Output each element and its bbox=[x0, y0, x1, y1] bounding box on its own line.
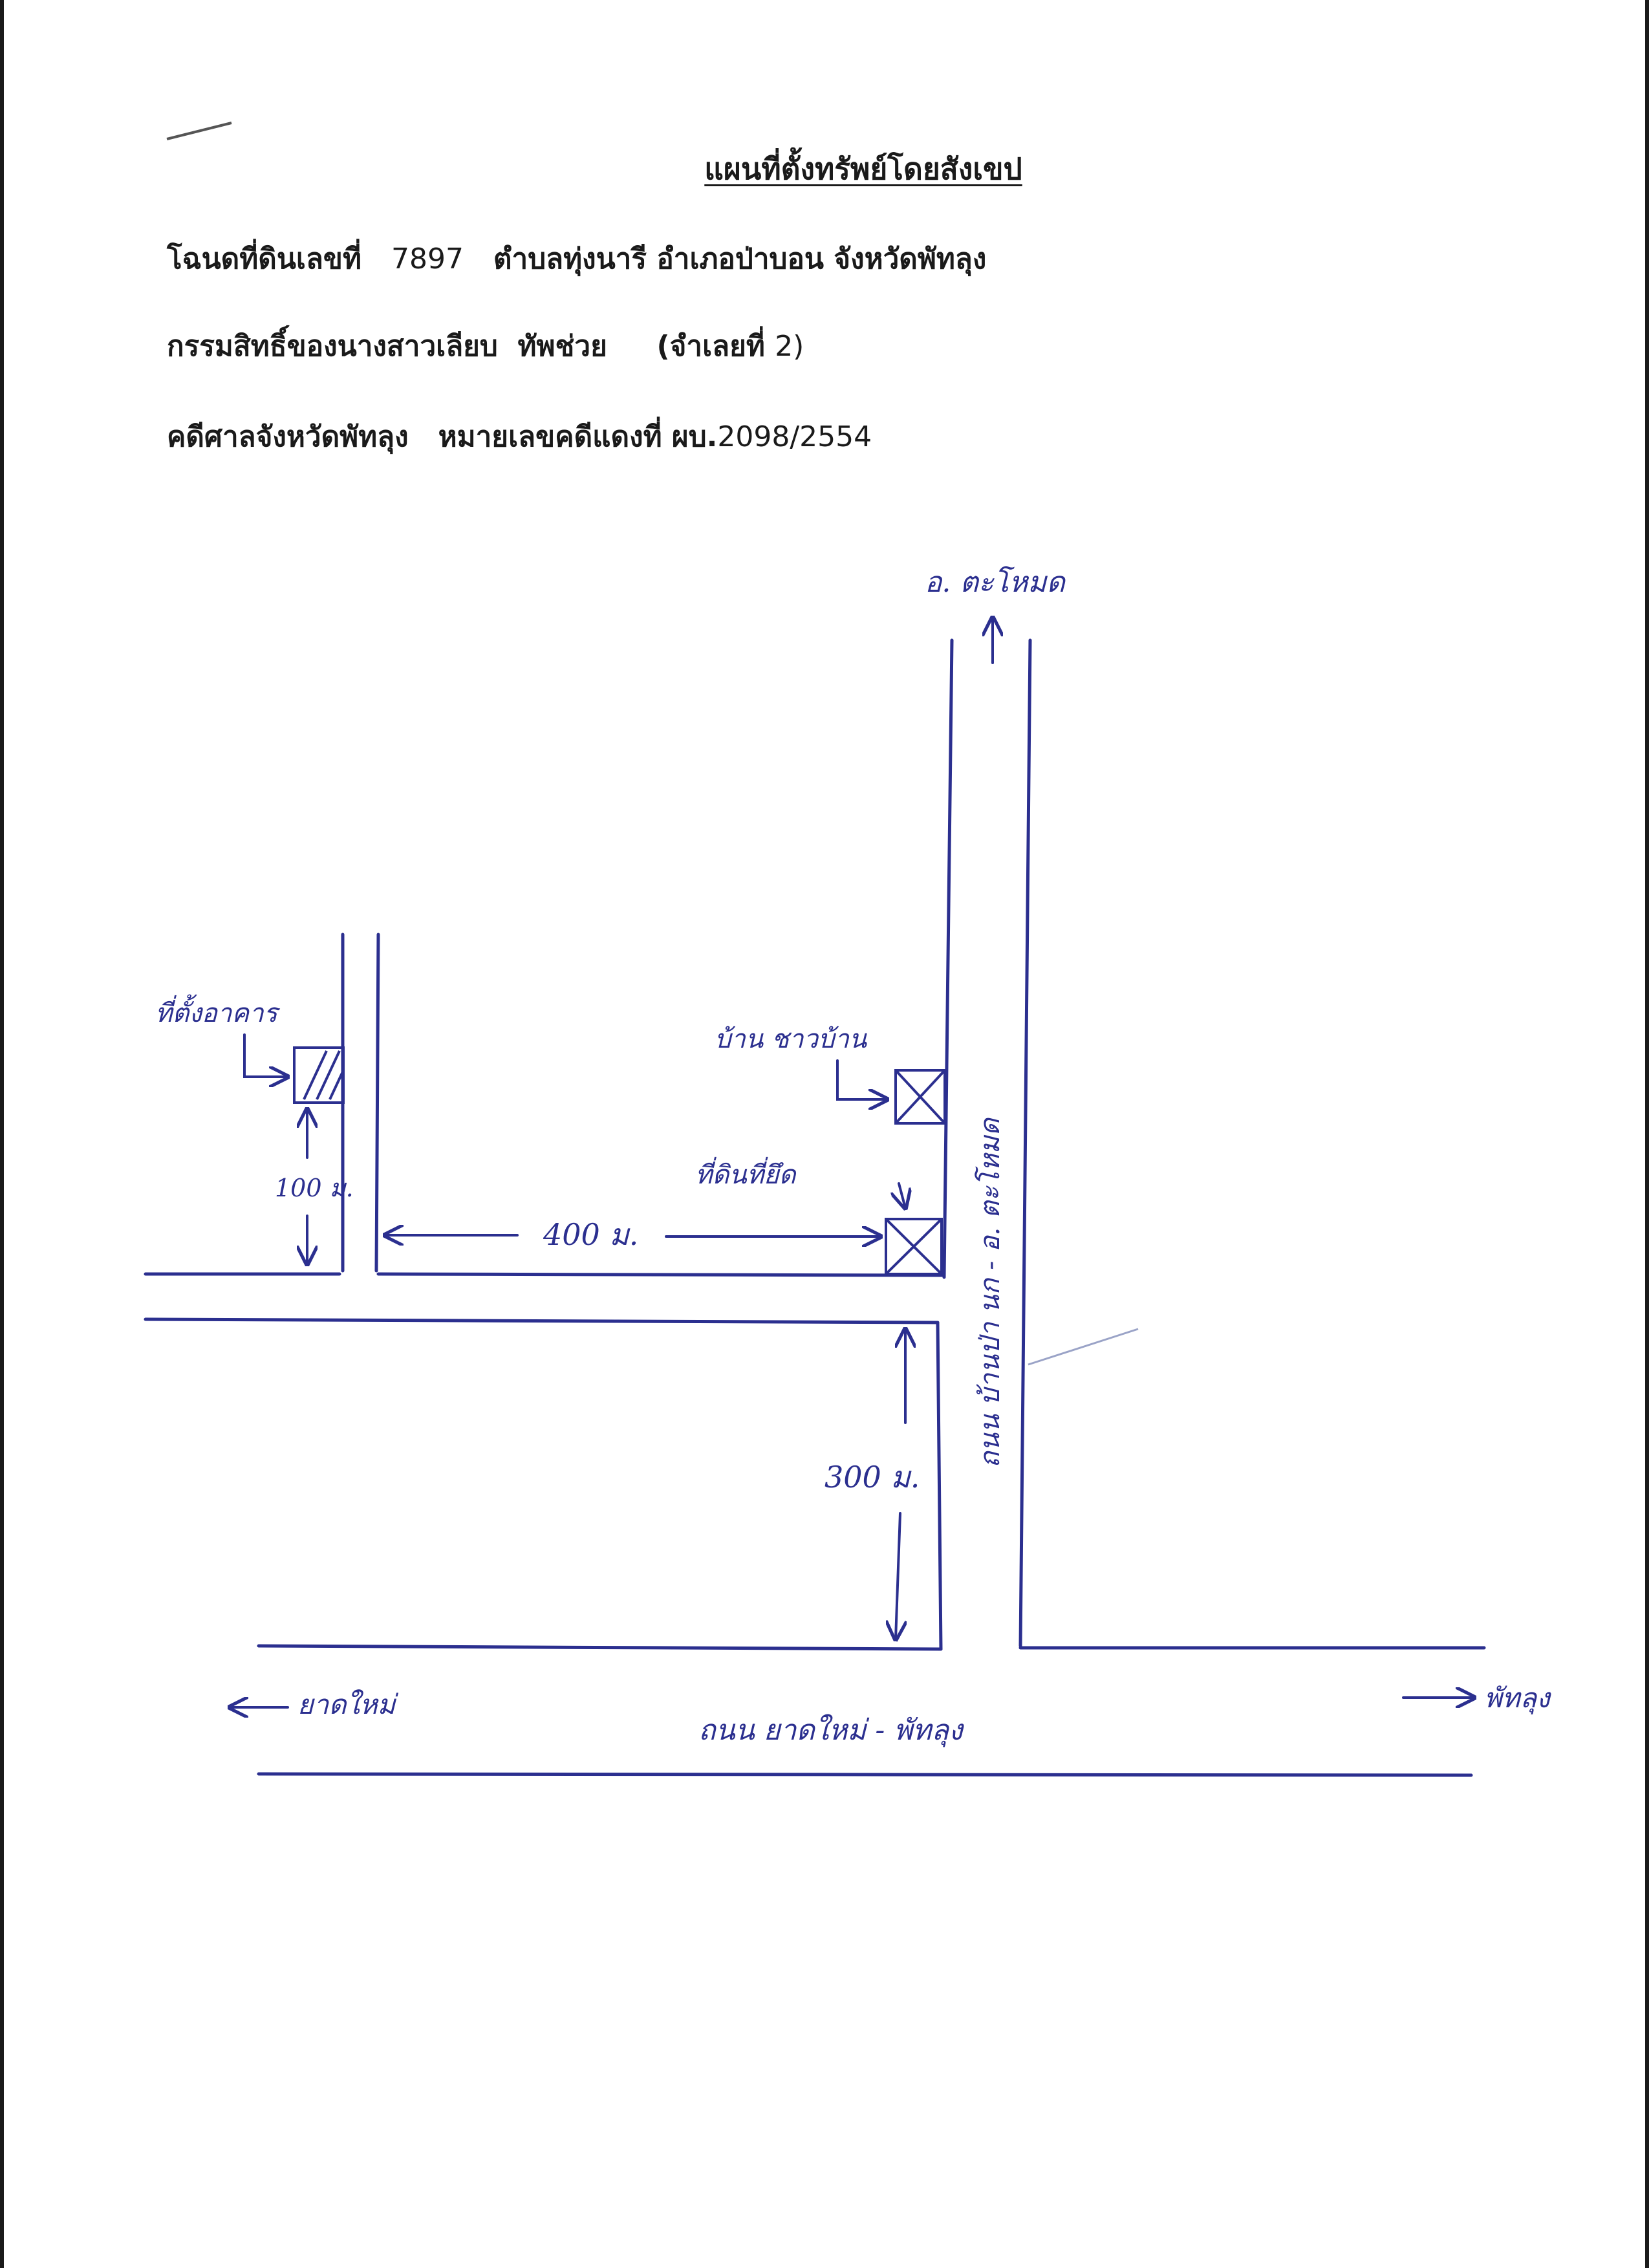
page-title: แผนที่ตั้งทรัพย์โดยสังเขป bbox=[704, 151, 1022, 186]
left-marker-label: ที่ตั้งอาคาร bbox=[155, 994, 281, 1028]
deed-line: โฉนดที่ดินเลขที่ 7897 ตำบลทุ่งนารี อำเภอ… bbox=[167, 236, 986, 281]
document-heading: แผนที่ตั้งทรัพย์โดยสังเขป bbox=[0, 146, 1649, 193]
west-destination-label: ยาดใหม่ bbox=[297, 1689, 398, 1720]
main-road-north-edge-left bbox=[257, 1644, 943, 1651]
house-label: บ้าน ชาวบ้าน bbox=[715, 1024, 868, 1054]
scan-pen-mark bbox=[166, 122, 232, 140]
left-hatched-marker bbox=[293, 1046, 345, 1104]
house-marker-box bbox=[894, 1069, 946, 1125]
north-destination-label: อ. ตะโหมด bbox=[925, 566, 1066, 599]
deed-location: ตำบลทุ่งนารี อำเภอป่าบอน จังหวัดพัทลุง bbox=[493, 243, 987, 275]
property-marker-box bbox=[885, 1218, 943, 1275]
inner-segment-edge bbox=[936, 1321, 943, 1651]
scan-left-edge bbox=[0, 0, 4, 2268]
case-prefix: หมายเลขคดีแดงที่ ผบ. bbox=[438, 420, 718, 453]
east-destination-label: พัทลุง bbox=[1484, 1682, 1551, 1714]
property-pointer-arrow bbox=[899, 1182, 905, 1208]
defendant-number: 2) bbox=[775, 330, 804, 363]
deed-prefix: โฉนดที่ดินเลขที่ bbox=[167, 243, 361, 275]
vertical-road-east-edge bbox=[1018, 638, 1032, 1648]
defendant-prefix: (จำเลยที่ bbox=[656, 330, 765, 363]
property-label: ที่ดินที่ยึด bbox=[695, 1156, 797, 1190]
house-pointer-arrow bbox=[836, 1059, 887, 1099]
side-road-south-edge bbox=[144, 1317, 940, 1324]
distance-100-label: 100 ม. bbox=[275, 1174, 354, 1202]
main-road-south-edge bbox=[257, 1772, 1473, 1777]
case-number: 2098/2554 bbox=[717, 420, 872, 453]
dist-300-arrow-down bbox=[896, 1512, 900, 1639]
case-line: คดีศาลจังหวัดพัทลุง หมายเลขคดีแดงที่ ผบ.… bbox=[167, 414, 872, 459]
court-name: คดีศาลจังหวัดพัทลุง bbox=[167, 420, 409, 453]
left-lane-east-edge bbox=[374, 933, 380, 1273]
distance-300-label: 300 ม. bbox=[824, 1460, 920, 1495]
vertical-road-label: ถนน บ้านป่า นก - อ. ตะโหมด bbox=[974, 1117, 1006, 1468]
vertical-road-west-edge bbox=[942, 638, 954, 1279]
owner-text: กรรมสิทธิ์ของนางสาวเลียบ ทัพช่วย bbox=[167, 330, 607, 363]
side-road-north-edge bbox=[376, 1272, 946, 1277]
scan-smudge-mark bbox=[1028, 1328, 1139, 1366]
left-marker-pointer-arrow bbox=[243, 1033, 288, 1077]
main-road-label: ถนน ยาดใหม่ - พัทลุง bbox=[698, 1714, 965, 1747]
distance-400-label: 400 ม. bbox=[543, 1217, 638, 1252]
deed-number: 7897 bbox=[391, 243, 464, 275]
owner-line: กรรมสิทธิ์ของนางสาวเลียบ ทัพช่วย (จำเลยท… bbox=[167, 323, 804, 369]
scan-right-edge bbox=[1645, 0, 1649, 2268]
